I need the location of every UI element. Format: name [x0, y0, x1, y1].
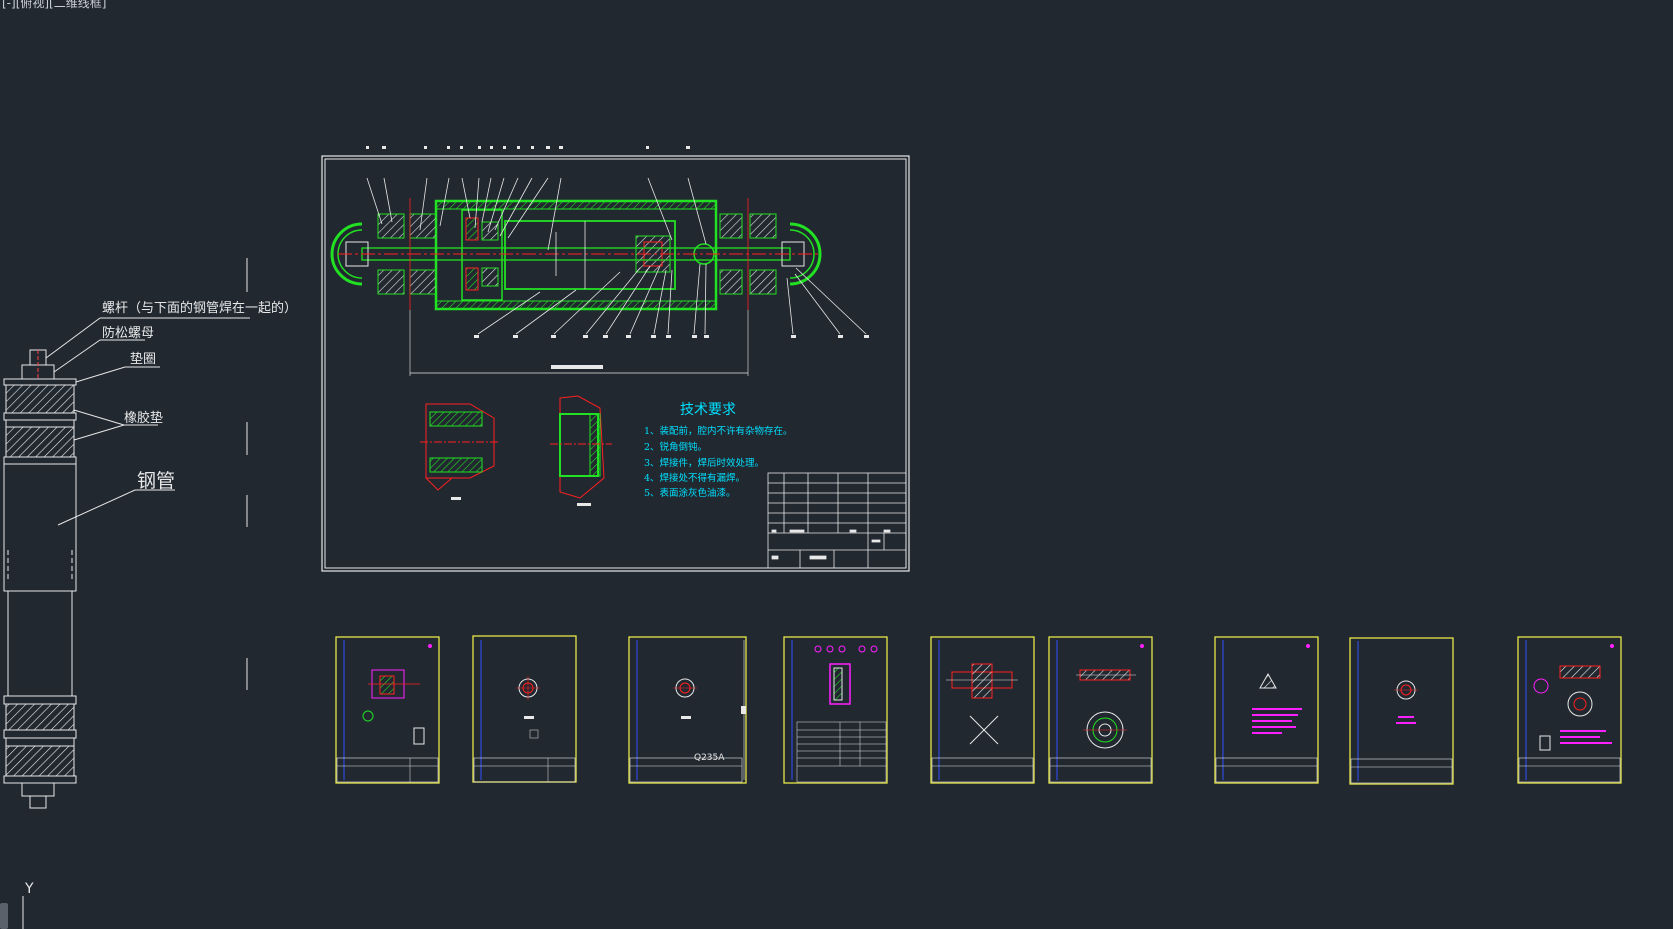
callout-screw: 螺杆（与下面的钢管焊在一起的）	[102, 300, 297, 316]
main-assembly-sheet[interactable]: 技术要求 1、装配前，腔内不许有杂物存在。 2、锐角倒钝。 3、焊接件，焊后时效…	[321, 146, 910, 572]
callout-steel-tube: 钢管	[137, 470, 175, 492]
assembly-section-view[interactable]	[330, 177, 869, 376]
top-washer	[3, 378, 77, 386]
thumbnail-sheet-9[interactable]	[1517, 636, 1622, 784]
thumbnail-sheet-2[interactable]	[472, 635, 577, 783]
thumbnail-sheet-8[interactable]	[1349, 637, 1454, 785]
thumbnail-sheet-6[interactable]	[1048, 636, 1153, 784]
scrollbar-handle[interactable]	[0, 903, 8, 929]
callout-washer: 垫圈	[130, 351, 156, 367]
upper-rubber-pad-1	[5, 384, 75, 414]
title-block[interactable]	[767, 472, 907, 569]
thumbnail-sheet-5[interactable]	[930, 636, 1035, 784]
tech-req-1: 1、装配前，腔内不许有杂物存在。	[644, 425, 793, 437]
upper-rubber-pad-2	[5, 426, 75, 458]
ucs-y-label: Y	[24, 881, 34, 897]
material-label-q235a: Q235A	[694, 753, 725, 763]
thumbnail-sheet-7[interactable]	[1214, 636, 1319, 784]
left-elevation-callouts: 螺杆（与下面的钢管焊在一起的） 防松螺母 垫圈 橡胶垫 钢管	[102, 300, 297, 492]
tech-req-4: 4、焊接处不得有漏焊。	[644, 472, 745, 484]
detail-view-a[interactable]	[420, 403, 500, 500]
steel-tube-upper	[3, 463, 77, 592]
viewport-label[interactable]: [-][俯视][二维线框]	[2, 0, 107, 10]
tech-req-2: 2、锐角倒钝。	[644, 441, 707, 453]
tech-req-title: 技术要求	[680, 402, 736, 418]
tech-req-3: 3、焊接件，焊后时效处理。	[644, 457, 764, 469]
thumbnail-sheet-1[interactable]	[335, 636, 440, 784]
detail-view-b[interactable]	[550, 395, 612, 506]
technical-requirements: 技术要求 1、装配前，腔内不许有杂物存在。 2、锐角倒钝。 3、焊接件，焊后时效…	[644, 402, 793, 499]
balloon-marks-top	[366, 146, 690, 149]
left-elevation-drawing	[3, 258, 250, 809]
callout-rubber-pad: 橡胶垫	[124, 410, 163, 426]
thumbnail-sheets[interactable]: Q235A	[335, 635, 1622, 785]
tech-req-5: 5、表面涂灰色油漆。	[644, 487, 736, 499]
sheet-inner-border	[324, 158, 907, 569]
thumbnail-sheet-3[interactable]: Q235A	[628, 636, 747, 784]
sheet-outer-border	[321, 155, 910, 572]
steel-tube-lower	[7, 590, 73, 697]
callout-locknut: 防松螺母	[102, 325, 154, 341]
thumbnail-sheet-4[interactable]	[783, 636, 888, 784]
